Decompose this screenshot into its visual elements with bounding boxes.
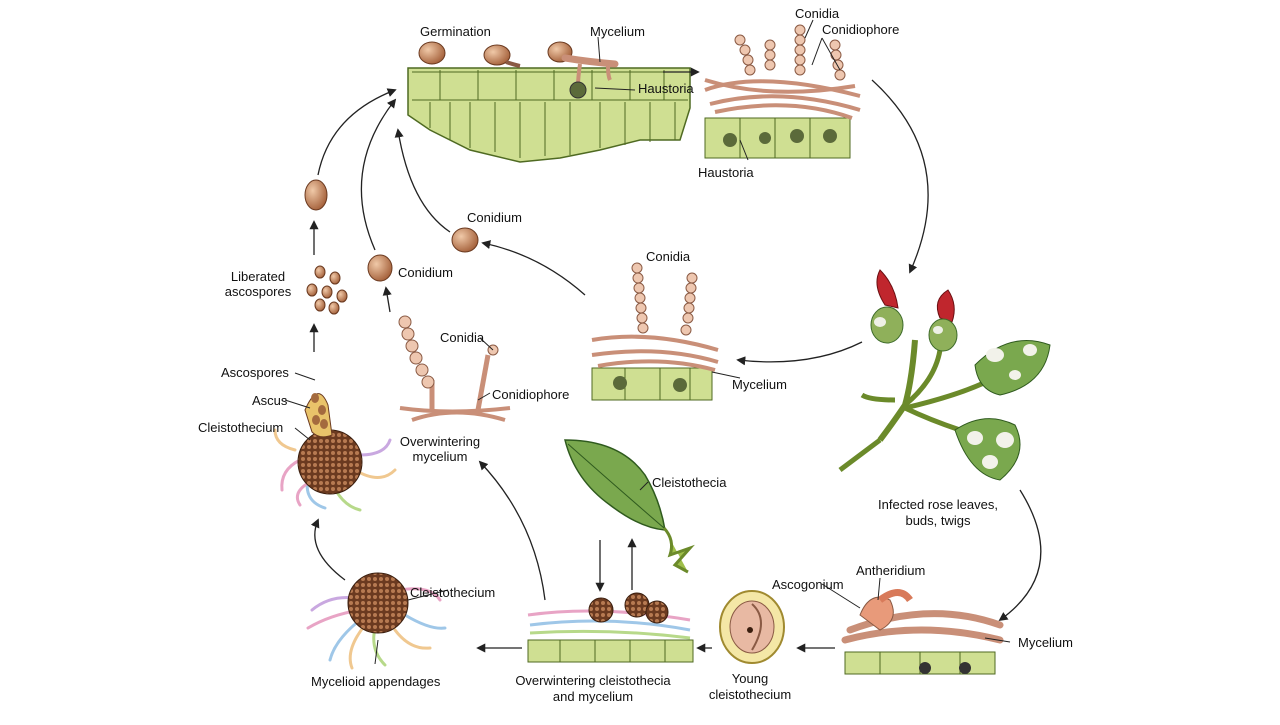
arrow-ascospore-to-germination: [317, 88, 397, 176]
cycle-arrows: [309, 67, 1042, 653]
label-conidium-left: Conidium: [398, 265, 453, 280]
label-cleistothecium-lower: Cleistothecium: [410, 585, 496, 600]
arrow-conidiophore-to-conidium: [382, 286, 392, 313]
label-young-1: Young: [731, 671, 769, 686]
label-conidia-top: Conidia: [795, 6, 840, 21]
label-mycelium-top: Mycelium: [590, 24, 645, 39]
label-infected-1: Infected rose leaves,: [878, 497, 998, 512]
label-cleistothecia: Cleistothecia: [652, 475, 727, 490]
young-cleistothecium: [719, 590, 785, 664]
label-overwintering-1: Overwintering: [399, 434, 481, 449]
label-ow-cleisto-1: Overwintering cleistothecia: [515, 673, 671, 688]
arrow-conidium-to-germination: [394, 128, 451, 233]
arrow-conidium-left-to-germination: [360, 98, 397, 251]
label-liberated-2: ascospores: [224, 284, 292, 299]
arrow-conidiophore-to-rose: [871, 79, 929, 274]
label-overwintering-2: mycelium: [412, 449, 468, 464]
label-ascus: Ascus: [252, 393, 288, 408]
label-liberated-1: Liberated: [230, 269, 286, 284]
leaf-with-cleistothecia: [564, 439, 695, 574]
label-germination: Germination: [420, 24, 491, 39]
label-mycelioid: Mycelioid appendages: [311, 674, 441, 689]
label-young-2: cleistothecium: [708, 687, 792, 702]
label-conidiophore-left: Conidiophore: [492, 387, 570, 402]
conidium-spore: [367, 254, 393, 282]
label-cleistothecium-upper: Cleistothecium: [198, 420, 284, 435]
arrow-conidia-to-conidium: [481, 240, 586, 296]
arrow-overwintering-to-mycelium: [478, 460, 546, 601]
ascospore: [304, 179, 328, 211]
infected-rose: [838, 269, 1051, 481]
arrow-appendages-to-cleistothecium: [310, 518, 346, 581]
label-antheridium: Antheridium: [856, 563, 926, 578]
germination-tissue: [407, 41, 691, 163]
overwintering-cleistothecia: [527, 592, 694, 663]
liberated-ascospores: [306, 265, 348, 315]
cleistothecium-appendages: [306, 572, 447, 670]
label-mycelium-bottom: Mycelium: [1018, 635, 1073, 650]
label-conidia-center: Conidia: [646, 249, 691, 264]
label-ascogonium: Ascogonium: [772, 577, 844, 592]
label-ow-cleisto-2: and mycelium: [552, 689, 634, 704]
antheridium-ascogonium: [841, 589, 1004, 675]
label-conidiophore-top: Conidiophore: [822, 22, 900, 37]
label-conidia-left: Conidia: [440, 330, 485, 345]
conidia-tissue: [591, 262, 719, 401]
label-haustoria-right: Haustoria: [698, 165, 754, 180]
label-mycelium-center: Mycelium: [732, 377, 787, 392]
leader-lines: [284, 19, 1011, 665]
cleistothecium-with-ascus: [273, 393, 397, 512]
label-conidium-upper: Conidium: [467, 210, 522, 225]
label-haustoria-top: Haustoria: [638, 81, 694, 96]
overwintering-mycelium-conidiophore: [398, 315, 511, 422]
label-infected-2: buds, twigs: [905, 513, 971, 528]
conidium-spore: [451, 227, 479, 253]
arrow-rose-to-antheridium: [998, 489, 1042, 622]
conidiophore-tissue: [704, 24, 861, 159]
label-ascospores: Ascospores: [221, 365, 289, 380]
arrow-rose-to-conidia: [736, 341, 863, 366]
